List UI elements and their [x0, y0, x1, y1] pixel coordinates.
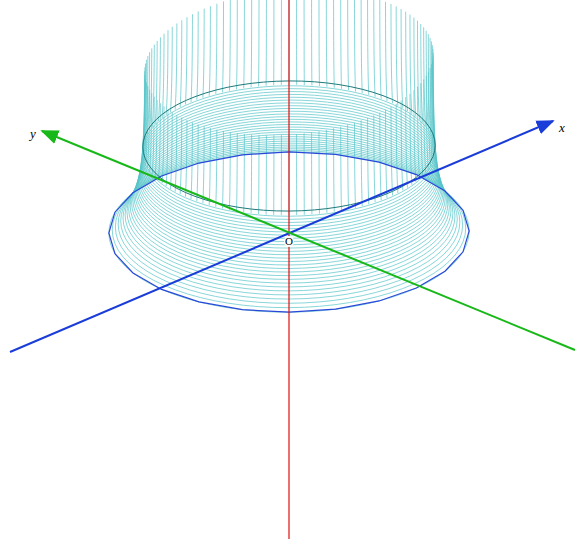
- x-axis: [10, 121, 553, 352]
- ruling-line: [414, 18, 416, 117]
- origin-label: O: [284, 236, 294, 247]
- ruling-line: [152, 97, 154, 174]
- axis-label: y: [30, 127, 36, 140]
- ruling-line: [361, 120, 362, 206]
- ruling-line: [175, 23, 177, 109]
- ruling-line: [170, 112, 172, 189]
- ruling-line: [374, 115, 375, 202]
- ruling-line: [236, 0, 238, 89]
- ruling-line: [223, 1, 224, 92]
- ruling-line: [386, 110, 387, 198]
- ruling-line: [410, 15, 412, 114]
- ruling-line: [185, 17, 187, 104]
- ruling-line: [380, 113, 381, 201]
- ruling-line: [311, 0, 312, 85]
- ruling-line: [311, 132, 312, 214]
- ruling-line: [406, 12, 408, 111]
- ruling-line: [243, 134, 245, 212]
- ruling-line: [258, 135, 259, 214]
- ruling-line: [361, 0, 362, 93]
- ruling-line: [347, 0, 349, 90]
- ruling-line: [273, 0, 274, 85]
- ruling-line: [421, 24, 423, 123]
- ruling-line: [236, 133, 238, 211]
- ruling-line: [326, 0, 328, 87]
- ruling-line: [197, 11, 198, 99]
- ruling-line: [391, 4, 393, 103]
- ruling-line: [396, 6, 398, 105]
- ruling-line: [229, 0, 231, 91]
- ruling-line: [347, 125, 349, 210]
- ruling-line: [304, 133, 305, 214]
- ruling-line: [180, 118, 182, 195]
- ruling-line: [304, 0, 305, 85]
- ruling-line: [401, 9, 403, 108]
- ruling-line: [229, 132, 231, 210]
- ruling-line: [191, 122, 192, 199]
- ruling-line: [162, 106, 164, 183]
- ruling-line: [266, 135, 267, 214]
- ruling-line: [424, 27, 426, 126]
- ruling-line: [144, 83, 146, 161]
- ruling-line: [426, 31, 428, 129]
- ruling-line: [380, 0, 381, 99]
- ruling-line: [243, 0, 245, 88]
- ruling-line: [340, 127, 342, 211]
- ruling-line: [374, 0, 375, 97]
- ruling-line: [216, 4, 217, 94]
- ruling-line: [333, 0, 335, 88]
- ruling-line: [340, 0, 342, 89]
- ruling-line: [318, 0, 319, 86]
- axis-label: x: [559, 121, 565, 134]
- ruling-line: [281, 0, 282, 85]
- ruling-line: [391, 107, 393, 196]
- ruling-line: [273, 135, 274, 215]
- ruling-line: [281, 135, 282, 215]
- ruling-line: [251, 0, 253, 87]
- ruling-line: [155, 100, 157, 177]
- ruling-line: [203, 126, 204, 203]
- ruling-line: [170, 27, 172, 113]
- ruling-line: [296, 134, 297, 215]
- y-axis: [42, 131, 575, 350]
- ruling-line: [354, 123, 356, 208]
- ruling-line: [209, 6, 210, 96]
- ruling-line: [209, 128, 210, 205]
- ruling-line: [396, 104, 398, 193]
- ruling-line: [401, 101, 403, 191]
- ruling-line: [180, 20, 182, 107]
- ruling-line: [222, 131, 224, 208]
- ruling-line: [428, 34, 430, 132]
- ruling-line: [166, 30, 168, 115]
- ruling-line: [158, 103, 160, 180]
- ruling-line: [333, 128, 335, 211]
- ruling-line: [175, 115, 177, 192]
- ruling-line: [146, 86, 148, 164]
- ruling-line: [203, 9, 204, 98]
- ruling-line: [296, 0, 297, 85]
- ruling-line: [368, 118, 369, 204]
- ruling-line: [386, 2, 388, 101]
- ruling-line: [150, 93, 152, 171]
- ruling-line: [266, 0, 267, 86]
- ruling-line: [354, 0, 355, 92]
- ruling-line: [418, 21, 420, 120]
- ruling-line: [162, 34, 164, 118]
- ruling-line: [258, 0, 259, 86]
- ruling-line: [191, 14, 192, 102]
- ruling-line: [216, 130, 217, 207]
- z-axis: [288, 0, 289, 539]
- ruling-line: [368, 0, 369, 95]
- ruling-line: [185, 120, 187, 197]
- ruling-line: [430, 38, 432, 136]
- ruling-line: [251, 135, 253, 214]
- ruling-line: [319, 131, 320, 213]
- ruling-line: [326, 130, 328, 213]
